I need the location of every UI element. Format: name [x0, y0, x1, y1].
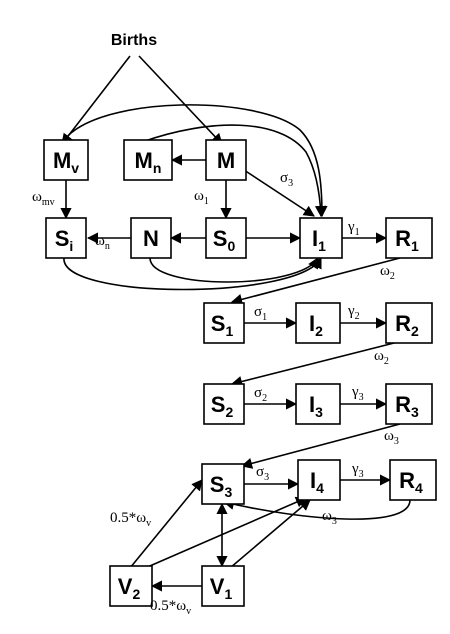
node-s1: S1 — [203, 302, 245, 344]
node-i4: I4 — [297, 459, 341, 501]
node-n-label: N — [143, 226, 159, 251]
rate-gamma-1: γ1 — [347, 219, 360, 238]
node-r2-label: R2 — [395, 311, 419, 339]
node-si: Si — [45, 217, 87, 259]
rate-omega-2-lower: ω2 — [374, 348, 389, 367]
rate-sigma-1: σ1 — [254, 304, 267, 323]
node-r4: R4 — [389, 459, 437, 501]
edge-v2-s3 — [129, 479, 203, 569]
rate-omega-3-upper: ω3 — [384, 428, 399, 447]
node-mv-label: Mv — [53, 148, 79, 176]
rate-omega-mv: ωmv — [32, 189, 55, 208]
node-v2: V2 — [109, 565, 153, 607]
node-s2: S2 — [203, 383, 245, 425]
rate-labels: ωmv ωn ω1 σ3 γ1 ω2 σ1 γ2 ω2 σ2 γ3 ω3 σ3 … — [32, 170, 399, 617]
edge-r3-s3 — [240, 423, 401, 469]
edge-mn-i1 — [141, 124, 327, 218]
edge-v1-i4 — [229, 499, 311, 569]
edge-r2-s2 — [230, 341, 399, 387]
node-i1-label: I1 — [312, 226, 326, 254]
node-r3-label: R3 — [395, 392, 419, 420]
edges — [60, 55, 411, 592]
rate-sigma-2: σ2 — [254, 385, 267, 404]
node-mv: Mv — [43, 139, 89, 181]
rate-gamma-3-bottom: γ3 — [351, 461, 364, 480]
nodes: Mv Mn M Si N S0 I1 R1 — [43, 139, 437, 607]
rate-omega-1: ω1 — [194, 188, 209, 207]
node-i3: I3 — [295, 383, 341, 425]
node-m: M — [205, 139, 247, 181]
edge-r1-s1 — [230, 257, 401, 305]
rate-omega-3-lower: ω3 — [322, 508, 337, 527]
node-i4-label: I4 — [310, 468, 324, 496]
node-i2: I2 — [295, 302, 341, 344]
node-v1-label: V1 — [210, 574, 233, 602]
node-mn-label: Mn — [135, 148, 162, 176]
node-v1: V1 — [201, 565, 245, 607]
node-r2: R2 — [385, 302, 433, 344]
births-label: Births — [111, 32, 157, 49]
rate-vax-upper: 0.5*ωv — [110, 510, 151, 529]
node-r4-label: R4 — [399, 468, 423, 496]
rate-gamma-3-mid: γ3 — [351, 384, 364, 403]
node-v2-label: V2 — [118, 574, 141, 602]
node-si-label: Si — [55, 226, 74, 254]
node-r1: R1 — [385, 217, 433, 259]
node-r3: R3 — [385, 383, 433, 425]
edge-v2-i4 — [135, 496, 308, 573]
node-s1-label: S1 — [211, 311, 234, 339]
edge-mv-i1 — [63, 104, 328, 218]
rate-gamma-2: γ2 — [347, 303, 360, 322]
edge-m-i1 — [243, 169, 315, 217]
edge-n-i1 — [149, 257, 319, 283]
rate-sigma-3-bottom: σ3 — [256, 464, 269, 483]
node-i1: I1 — [299, 217, 343, 259]
edge-births-mv — [61, 55, 131, 145]
edge-si-i1 — [63, 257, 322, 291]
rate-vax-lower: 0.5*ωv — [150, 598, 191, 617]
node-n: N — [130, 217, 172, 259]
node-s0: S0 — [205, 217, 247, 259]
rate-omega-n: ωn — [95, 233, 110, 252]
edge-r4-s3 — [222, 498, 411, 520]
node-r1-label: R1 — [395, 226, 419, 254]
node-s2-label: S2 — [211, 392, 234, 420]
node-s3: S3 — [201, 463, 245, 505]
node-s0-label: S0 — [213, 226, 236, 254]
rate-sigma-3-top: σ3 — [280, 170, 293, 189]
rate-omega-2-upper: ω2 — [380, 263, 395, 282]
node-m-label: M — [217, 148, 235, 173]
edge-births-m — [138, 55, 223, 145]
node-i2-label: I2 — [309, 311, 323, 339]
node-s3-label: S3 — [210, 472, 233, 500]
node-mn: Mn — [123, 139, 173, 181]
node-i3-label: I3 — [309, 392, 323, 420]
